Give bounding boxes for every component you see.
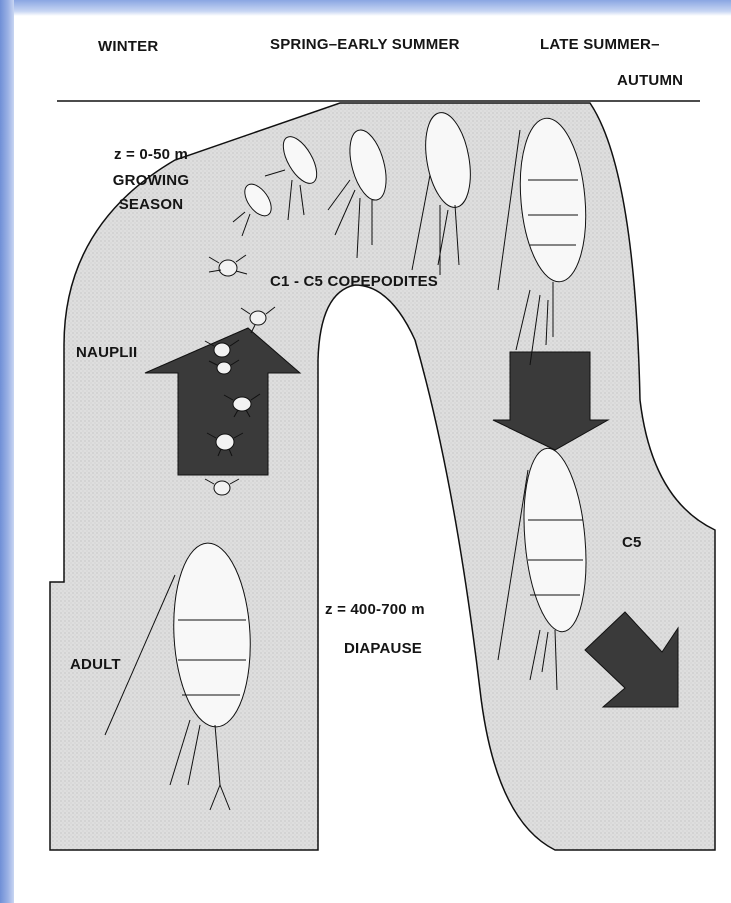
header-late-summer: LATE SUMMER– — [540, 36, 660, 54]
label-diapause: DIAPAUSE — [344, 640, 422, 658]
label-deep-depth: z = 400-700 m — [325, 601, 425, 619]
header-winter: WINTER — [98, 38, 158, 56]
label-surface-depth: z = 0-50 m — [82, 146, 220, 164]
habitat-region — [50, 103, 715, 850]
label-c5: C5 — [622, 534, 642, 552]
label-nauplii: NAUPLII — [76, 344, 137, 362]
header-autumn: AUTUMN — [617, 72, 683, 90]
label-copepodites: C1 - C5 COPEPODITES — [270, 273, 438, 291]
label-season: SEASON — [82, 196, 220, 214]
label-growing: GROWING — [82, 172, 220, 190]
label-adult: ADULT — [70, 656, 121, 674]
header-spring-early-summer: SPRING–EARLY SUMMER — [270, 36, 460, 54]
